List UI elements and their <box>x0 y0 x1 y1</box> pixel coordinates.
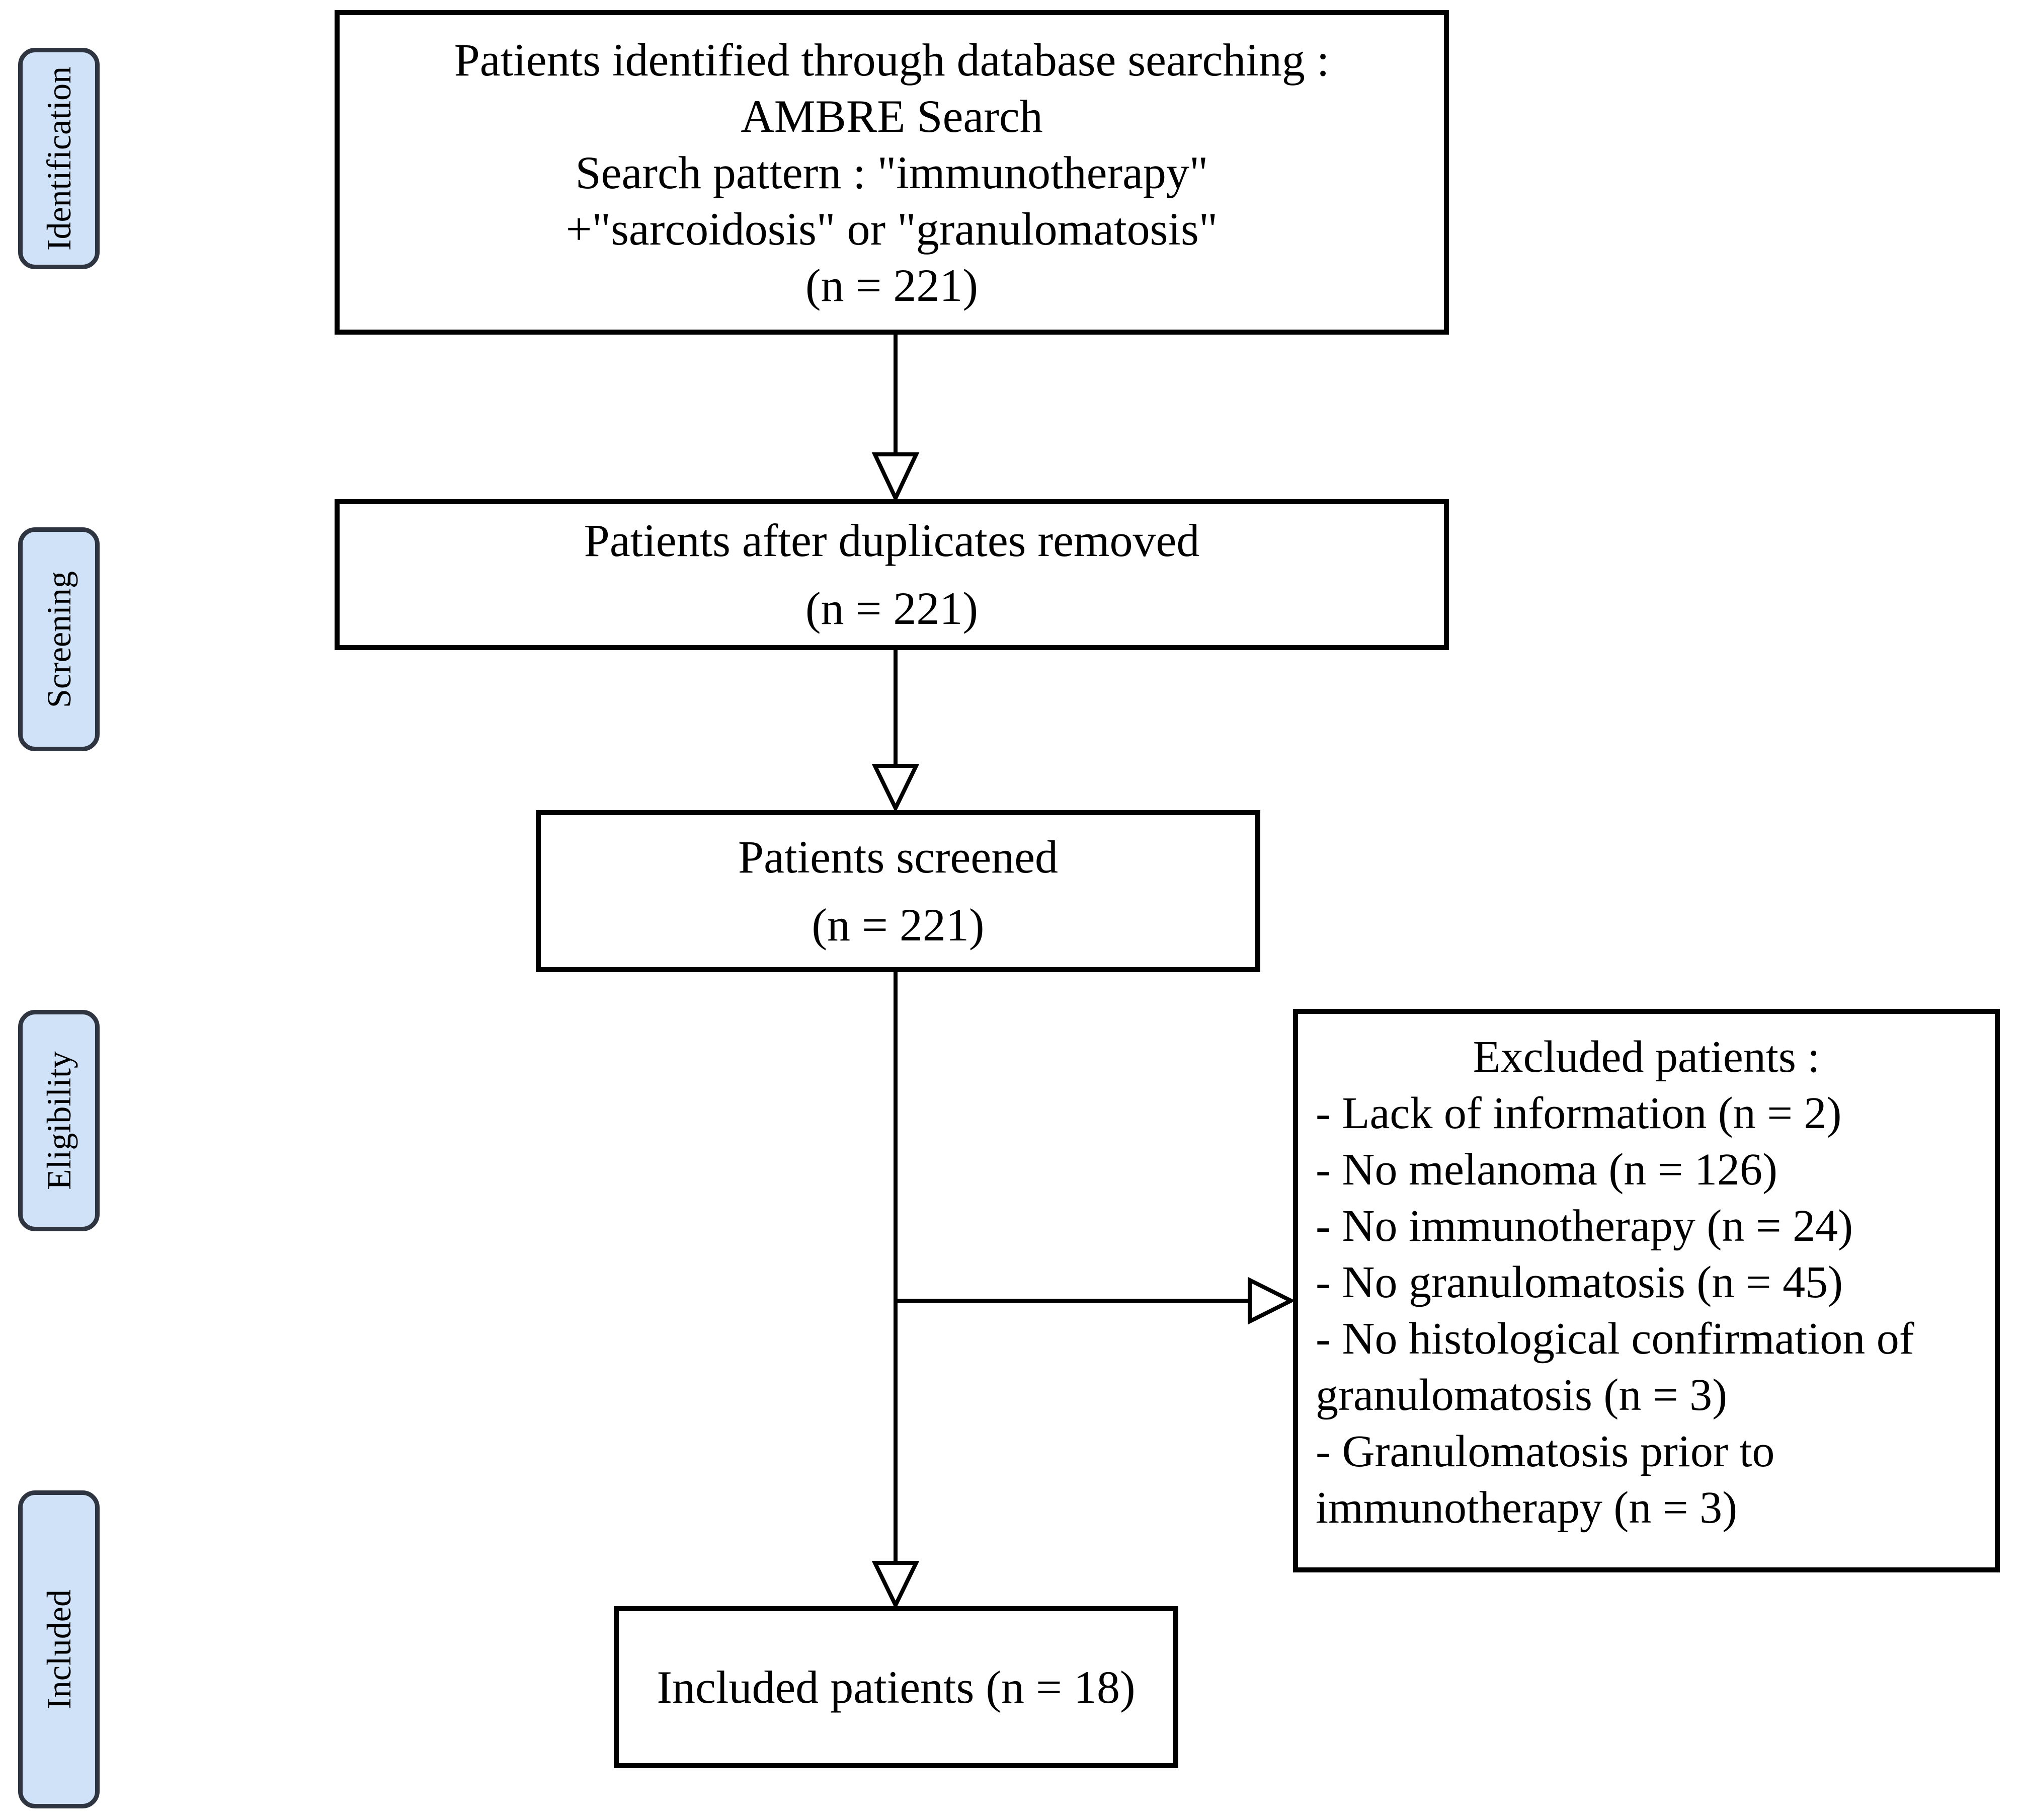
box-text-line: Patients identified through database sea… <box>454 34 1330 86</box>
down-arrowhead-included-icon <box>871 1561 920 1610</box>
excluded-title: Excluded patients : <box>1473 1032 1820 1082</box>
box-text-line: (n = 221) <box>805 259 979 311</box>
box-text-line: +"sarcoidosis" or "granulomatosis" <box>565 203 1218 255</box>
excluded-line: - Granulomatosis prior to <box>1316 1427 1775 1476</box>
excluded-line: - No granulomatosis (n = 45) <box>1316 1257 1843 1307</box>
stage-label-text: Identification <box>40 66 78 251</box>
stage-label-eligibility: Eligibility <box>18 1010 100 1231</box>
down-arrowhead-screened-icon <box>871 764 920 813</box>
excluded-line: - No histological confirmation of <box>1316 1314 1914 1364</box>
excluded-line: immunotherapy (n = 3) <box>1316 1483 1738 1533</box>
stage-label-text: Included <box>40 1590 78 1709</box>
box-duplicates-removed: Patients after duplicates removed (n = 2… <box>335 499 1449 650</box>
box-text-line: Included patients (n = 18) <box>657 1661 1136 1713</box>
down-arrowhead-duplicates-icon <box>871 452 920 503</box>
excluded-line: - Lack of information (n = 2) <box>1316 1088 1842 1138</box>
stage-label-text: Screening <box>40 571 78 708</box>
box-text-line: (n = 221) <box>805 583 979 634</box>
box-included-patients: Included patients (n = 18) <box>614 1606 1178 1768</box>
stage-label-included: Included <box>18 1490 100 1808</box>
stage-label-identification: Identification <box>18 48 100 269</box>
box-excluded-patients: Excluded patients : - Lack of informatio… <box>1293 1009 2000 1572</box>
excluded-line: - No melanoma (n = 126) <box>1316 1145 1778 1195</box>
box-identified-patients: Patients identified through database sea… <box>335 10 1449 335</box>
right-arrowhead-excluded-icon <box>1248 1277 1296 1325</box>
box-patients-screened: Patients screened (n = 221) <box>536 810 1260 972</box>
excluded-line: granulomatosis (n = 3) <box>1316 1370 1728 1420</box>
box-text-line: Search pattern : "immunotherapy" <box>575 146 1208 198</box>
box-text-line: (n = 221) <box>812 899 985 951</box>
box-text-line: Patients screened <box>738 831 1059 883</box>
excluded-line: - No immunotherapy (n = 24) <box>1316 1201 1853 1251</box>
stage-label-screening: Screening <box>18 527 100 751</box>
box-text-line: AMBRE Search <box>741 90 1043 142</box>
box-text-line: Patients after duplicates removed <box>584 515 1200 566</box>
stage-label-text: Eligibility <box>40 1051 78 1190</box>
